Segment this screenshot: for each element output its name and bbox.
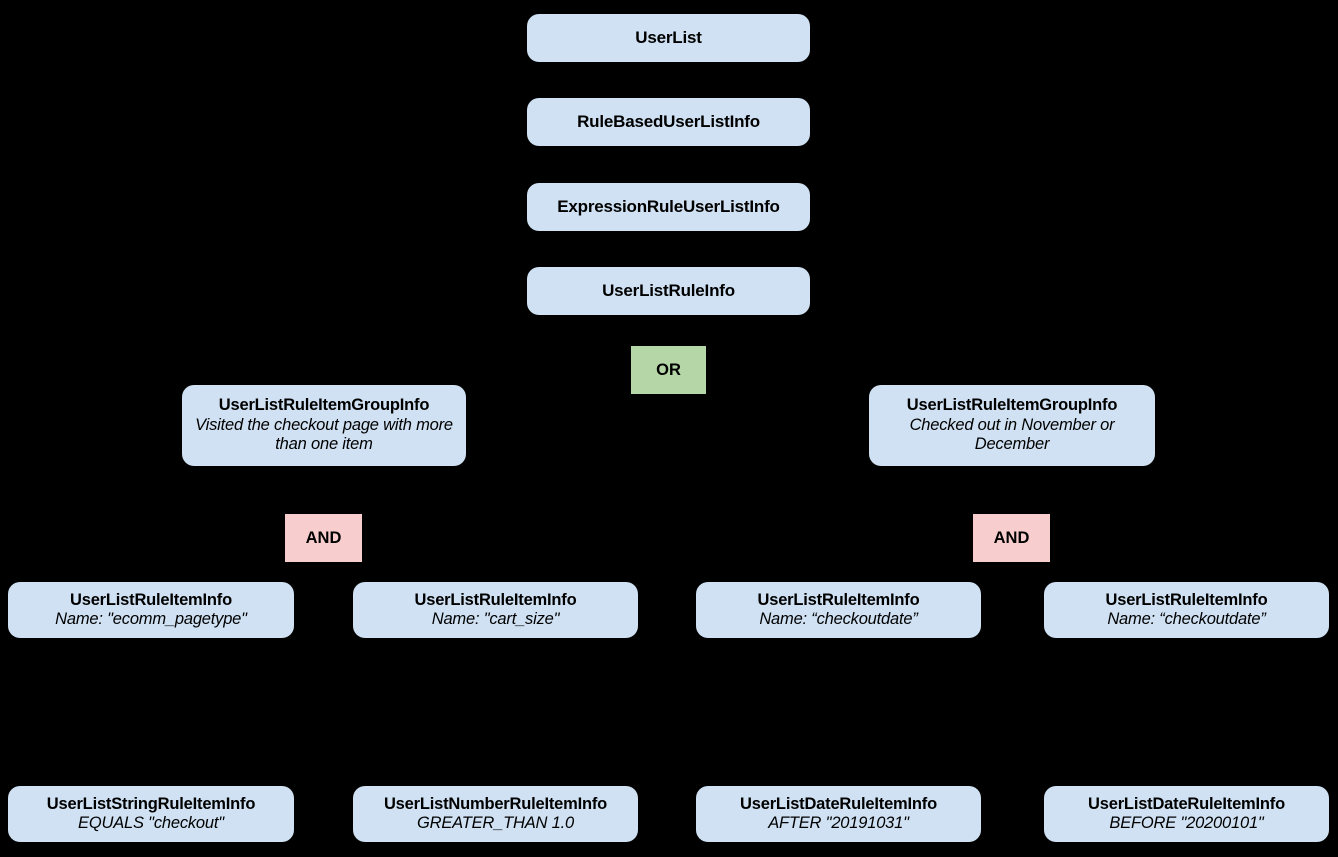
node-group-left[interactable]: UserListRuleItemGroupInfo Visited the ch… xyxy=(182,385,466,466)
node-leaf-date-rule-before-title: UserListDateRuleItemInfo xyxy=(1088,794,1285,813)
operator-and-right-label: AND xyxy=(993,528,1030,547)
edge-ruleinfo-to-or xyxy=(667,316,669,346)
operator-and-left-label: AND xyxy=(305,528,342,547)
edge-and-left-bar xyxy=(150,562,496,564)
node-leaf-date-rule-after-title: UserListDateRuleItemInfo xyxy=(740,794,937,813)
node-group-left-title: UserListRuleItemGroupInfo xyxy=(218,396,430,415)
arrowhead-item-3 xyxy=(832,572,846,582)
edge-group-left-to-and xyxy=(322,466,324,514)
node-rule-item-2-subtitle: Name: "cart_size" xyxy=(431,610,560,628)
edge-item2-to-leaf2 xyxy=(494,638,496,778)
operator-or[interactable]: OR xyxy=(631,346,706,394)
edge-or-to-group-left xyxy=(322,370,324,392)
node-user-list[interactable]: UserList xyxy=(527,14,810,62)
edge-expression-to-ruleinfo xyxy=(667,232,669,267)
arrowhead-item-4 xyxy=(1179,572,1193,582)
edge-item3-to-leaf3 xyxy=(838,638,840,778)
node-leaf-string-rule-subtitle: EQUALS "checkout" xyxy=(78,814,224,832)
node-rule-item-1-title: UserListRuleItemInfo xyxy=(70,590,232,609)
arrowhead-item-1 xyxy=(144,572,158,582)
node-rule-item-4-title: UserListRuleItemInfo xyxy=(1105,590,1268,609)
node-rule-based-user-list-info[interactable]: RuleBasedUserListInfo xyxy=(527,98,810,146)
arrowhead-expression xyxy=(661,175,675,185)
arrowhead-leaf-3 xyxy=(832,776,846,786)
node-leaf-date-rule-after-subtitle: AFTER "20191031" xyxy=(768,814,909,832)
node-leaf-number-rule-subtitle: GREATER_THAN 1.0 xyxy=(417,814,574,832)
node-expression-rule-user-list-info-title: ExpressionRuleUserListInfo xyxy=(557,196,780,216)
arrowhead-leaf-1 xyxy=(144,776,158,786)
edge-or-to-group-right xyxy=(1010,370,1012,392)
node-leaf-string-rule-title: UserListStringRuleItemInfo xyxy=(46,794,256,813)
node-rule-item-4-subtitle: Name: “checkoutdate” xyxy=(1107,610,1266,628)
node-leaf-date-rule-before-subtitle: BEFORE "20200101" xyxy=(1109,814,1264,832)
edge-item1-to-leaf1 xyxy=(150,638,152,778)
node-user-list-rule-info-title: UserListRuleInfo xyxy=(602,280,735,300)
arrowhead-leaf-2 xyxy=(488,776,502,786)
node-user-list-title: UserList xyxy=(635,27,702,47)
node-rule-item-3[interactable]: UserListRuleItemInfo Name: “checkoutdate… xyxy=(696,582,981,638)
edge-group-right-to-and xyxy=(1010,466,1012,514)
node-rule-item-3-title: UserListRuleItemInfo xyxy=(757,590,920,609)
operator-or-label: OR xyxy=(656,360,681,379)
node-leaf-date-rule-before[interactable]: UserListDateRuleItemInfo BEFORE "2020010… xyxy=(1044,786,1329,842)
node-leaf-number-rule-title: UserListNumberRuleItemInfo xyxy=(383,794,608,813)
edge-rulebased-to-expression xyxy=(667,147,669,182)
node-group-right[interactable]: UserListRuleItemGroupInfo Checked out in… xyxy=(869,385,1155,466)
operator-and-left[interactable]: AND xyxy=(285,514,362,562)
node-group-right-subtitle: Checked out in November or December xyxy=(909,415,1115,454)
edge-and-left-drop xyxy=(322,562,324,563)
node-rule-item-4[interactable]: UserListRuleItemInfo Name: “checkoutdate… xyxy=(1044,582,1329,638)
arrowhead-rulebased xyxy=(661,90,675,100)
node-rule-item-2[interactable]: UserListRuleItemInfo Name: "cart_size" xyxy=(353,582,638,638)
node-leaf-number-rule[interactable]: UserListNumberRuleItemInfo GREATER_THAN … xyxy=(353,786,638,842)
node-rule-item-1[interactable]: UserListRuleItemInfo Name: "ecomm_pagety… xyxy=(8,582,294,638)
edge-userlist-to-rulebased xyxy=(667,62,669,97)
node-expression-rule-user-list-info[interactable]: ExpressionRuleUserListInfo xyxy=(527,183,810,231)
node-leaf-date-rule-after[interactable]: UserListDateRuleItemInfo AFTER "20191031… xyxy=(696,786,981,842)
arrowhead-item-2 xyxy=(488,572,502,582)
node-rule-item-3-subtitle: Name: “checkoutdate” xyxy=(759,610,918,628)
operator-and-right[interactable]: AND xyxy=(973,514,1050,562)
node-group-left-subtitle: Visited the checkout page with more than… xyxy=(195,415,453,454)
node-group-right-title: UserListRuleItemGroupInfo xyxy=(906,396,1118,415)
node-rule-item-2-title: UserListRuleItemInfo xyxy=(414,590,577,609)
node-rule-item-1-subtitle: Name: "ecomm_pagetype" xyxy=(55,610,247,628)
edge-and-right-bar xyxy=(838,562,1186,564)
node-rule-based-user-list-info-title: RuleBasedUserListInfo xyxy=(577,111,760,131)
node-leaf-string-rule[interactable]: UserListStringRuleItemInfo EQUALS "check… xyxy=(8,786,294,842)
edge-item4-to-leaf4 xyxy=(1185,638,1187,778)
arrowhead-leaf-4 xyxy=(1179,776,1193,786)
node-user-list-rule-info[interactable]: UserListRuleInfo xyxy=(527,267,810,315)
arrowhead-ruleinfo xyxy=(661,260,675,270)
